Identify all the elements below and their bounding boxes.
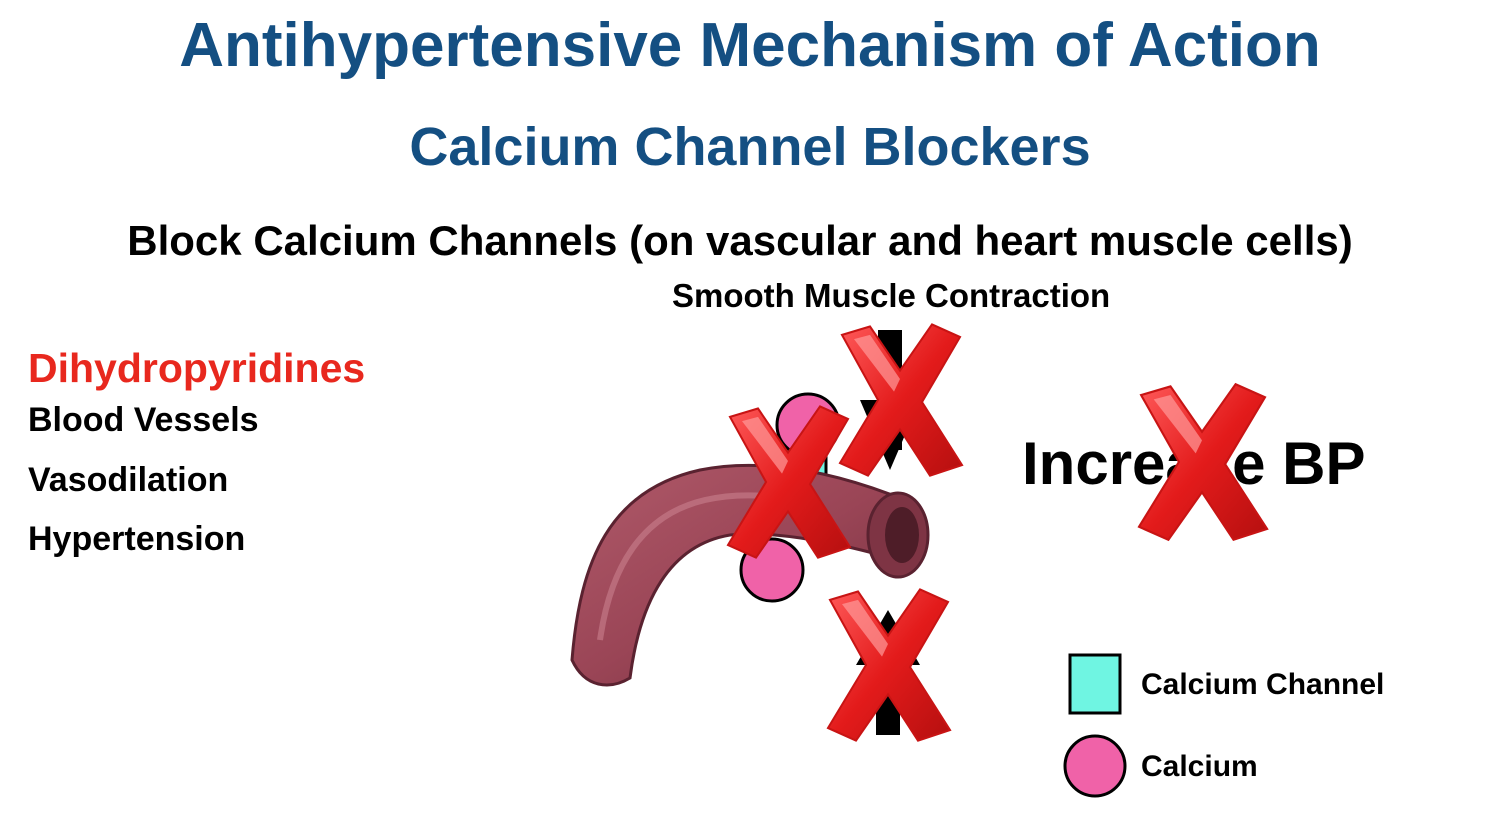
legend-calcium-channel-label: Calcium Channel: [1141, 668, 1385, 701]
legend-channel-icon: [1068, 653, 1122, 715]
drug-class-item-hypertension: Hypertension: [28, 520, 246, 558]
page-subtitle: Calcium Channel Blockers: [409, 117, 1091, 177]
page-title: Antihypertensive Mechanism of Action: [179, 11, 1321, 80]
legend-calcium-label: Calcium: [1141, 750, 1258, 783]
drug-class-item-blood-vessels: Blood Vessels: [28, 401, 259, 439]
legend-calcium-icon: [1063, 734, 1127, 798]
drug-class-name: Dihydropyridines: [28, 345, 366, 391]
smooth-muscle-contraction-label: Smooth Muscle Contraction: [672, 277, 1111, 314]
drug-class-item-vasodilation: Vasodilation: [28, 461, 229, 499]
section-heading: Block Calcium Channels (on vascular and …: [127, 217, 1353, 264]
